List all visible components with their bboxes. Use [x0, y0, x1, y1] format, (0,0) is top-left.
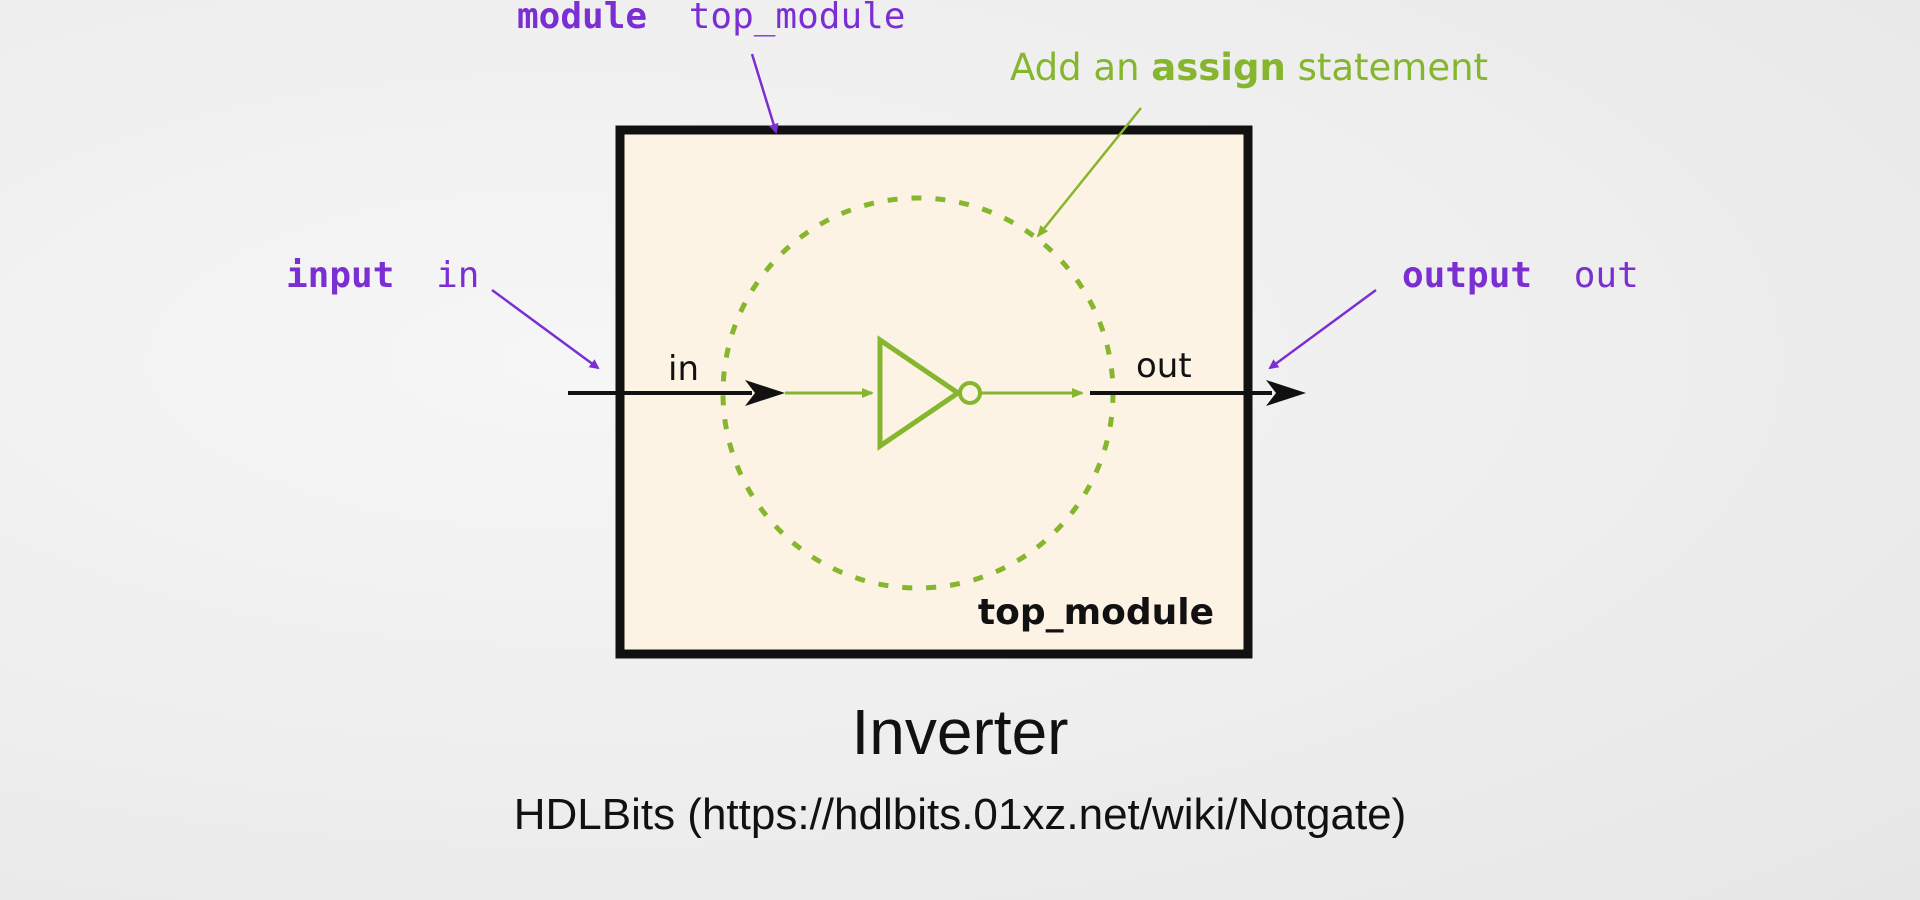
assign-keyword: assign [1151, 46, 1286, 89]
output-annotation: output out [1402, 255, 1639, 296]
assign-suffix: statement [1286, 46, 1488, 89]
input-name: in [436, 255, 479, 296]
output-arrowhead [1266, 380, 1306, 406]
caption-title: Inverter [851, 696, 1069, 768]
not-gate-icon [877, 335, 982, 451]
out-wire-label: out [1136, 346, 1192, 386]
input-annotation-arrow [491, 288, 600, 370]
input-arrowhead [745, 380, 785, 406]
module-annotation: module top_module [517, 0, 905, 37]
module-name: top_module [689, 0, 906, 37]
module-keyword: module [517, 0, 647, 37]
output-name: out [1574, 255, 1639, 296]
in-wire-label: in [668, 349, 699, 389]
output-keyword: output [1402, 255, 1532, 296]
assign-annotation: Add an assign statement [1010, 46, 1488, 89]
input-keyword: input [286, 255, 394, 296]
output-annotation-arrow [1268, 288, 1377, 370]
module-annotation-arrow [750, 53, 779, 134]
caption-source: HDLBits (https://hdlbits.01xz.net/wiki/N… [513, 790, 1407, 839]
input-annotation: input in [286, 255, 479, 296]
assign-annotation-arrow [1036, 107, 1142, 238]
box-name-label: top_module [978, 592, 1214, 633]
assign-prefix: Add an [1010, 46, 1151, 89]
